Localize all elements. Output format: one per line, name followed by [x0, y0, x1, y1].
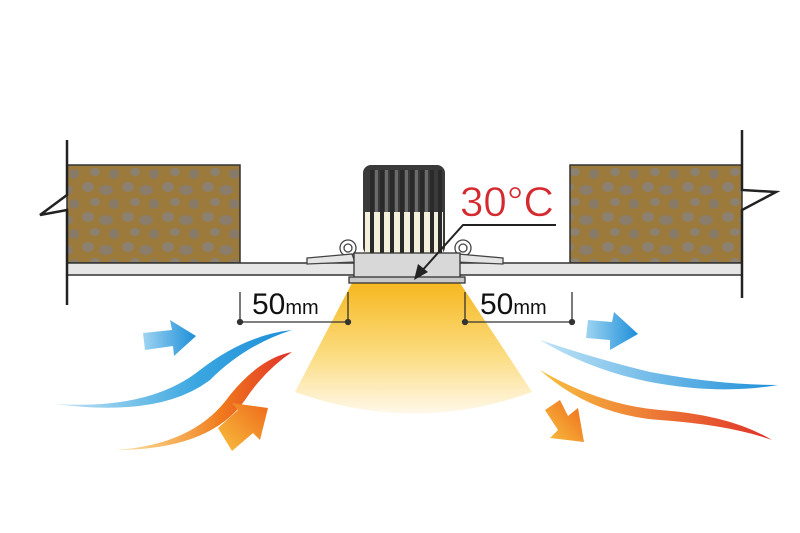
cool-air-arrow-right [586, 312, 638, 350]
warm-airflow-right [540, 370, 772, 440]
insulation-right [569, 164, 743, 264]
fixture-flange [348, 276, 466, 284]
cool-airflow-left [55, 330, 292, 408]
left-clearance-value: 50 [252, 288, 285, 321]
wall-right [740, 130, 781, 298]
right-clearance-value: 50 [480, 288, 513, 321]
warm-airflow-left [115, 352, 292, 450]
pointer-arrowhead [414, 264, 428, 280]
right-clearance-unit: mm [513, 297, 546, 319]
right-clearance-label: 50mm [480, 288, 547, 321]
cool-airflow-right [540, 340, 778, 390]
spring-clip-left [306, 239, 357, 265]
warm-air-arrow-left [218, 403, 268, 451]
fixture-trim [353, 252, 461, 279]
left-clearance-label: 50mm [252, 288, 319, 321]
dimension-right [461, 292, 576, 326]
warm-air-arrow-right [545, 400, 584, 442]
light-beam [295, 283, 532, 414]
led-heatsink [363, 165, 445, 255]
left-clearance-unit: mm [285, 297, 318, 319]
spring-clip-right [454, 239, 504, 265]
dimension-left [236, 292, 352, 326]
temperature-pointer [419, 224, 556, 274]
insulation-left [66, 164, 241, 264]
temperature-label: 30°C [460, 178, 554, 225]
wall-left [39, 140, 69, 305]
cool-air-arrow-left [143, 320, 196, 356]
